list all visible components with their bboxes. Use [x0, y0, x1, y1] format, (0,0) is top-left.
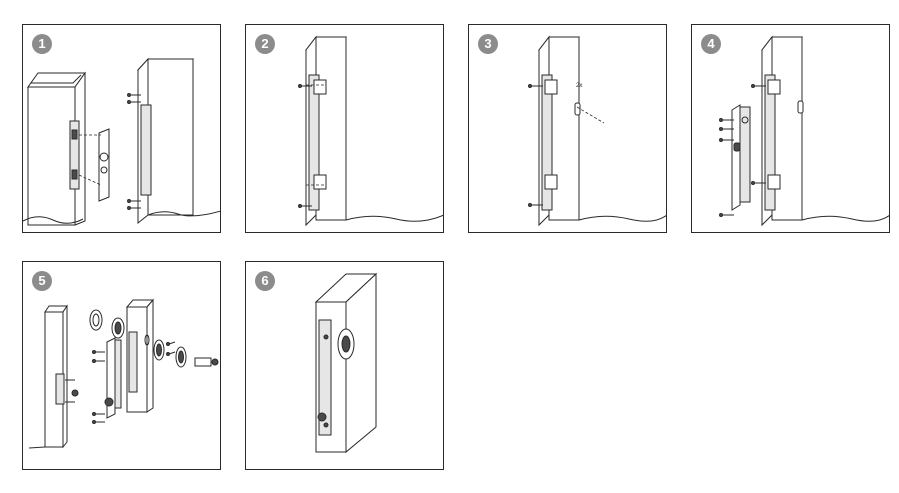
step-number-badge: 6: [255, 271, 275, 291]
step-number-badge: 5: [32, 271, 52, 291]
step-number-badge: 2: [255, 34, 275, 54]
step-1-illustration: [23, 57, 220, 226]
step-number-badge: 4: [701, 34, 721, 54]
step-4-panel: 4: [691, 24, 890, 233]
step-6-panel: 6: [245, 261, 444, 470]
step-1-panel: 1: [22, 24, 221, 233]
step-6-illustration: [314, 272, 378, 454]
dimension-label: 2x: [576, 83, 582, 89]
step-number-badge: 3: [478, 34, 498, 54]
step-2-illustration: [298, 35, 443, 227]
step-4-illustration: [719, 35, 889, 227]
step-5-panel: 5: [22, 261, 221, 470]
step-number-badge: 1: [32, 34, 52, 54]
step-2-panel: 2: [245, 24, 444, 233]
step-3-panel: 3 2x: [468, 24, 667, 233]
step-3-illustration: 2x: [528, 35, 666, 227]
step-5-illustration: [28, 298, 219, 449]
